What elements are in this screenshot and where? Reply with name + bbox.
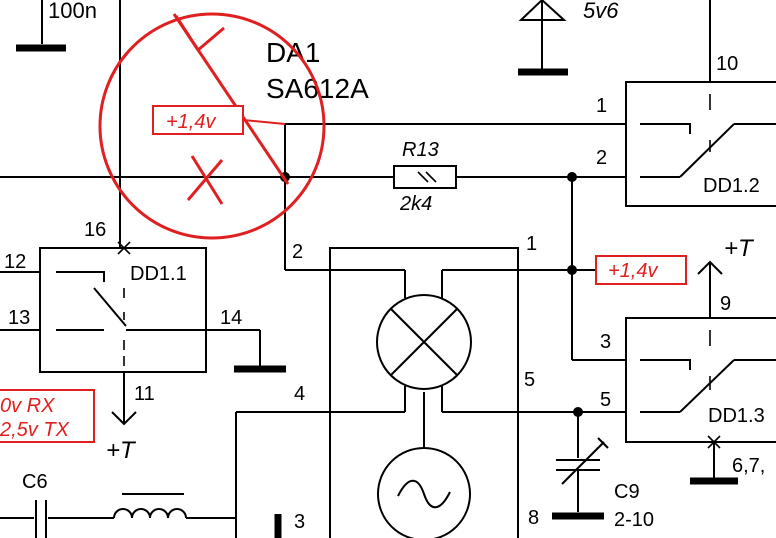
mixer-pin-2: 2 [292, 241, 303, 263]
mixer-pin-4: 4 [294, 383, 305, 405]
dd1-3-pin-3: 3 [600, 331, 611, 353]
dd1-1-name: DD1.1 [130, 263, 187, 285]
dd1-3-pin-5: 5 [600, 389, 611, 411]
highlight-circle [98, 12, 326, 240]
capacitor-100n: 100n [16, 0, 97, 52]
mixer-block: 2 1 4 5 3 [274, 233, 537, 538]
c9-value: 2-10 [614, 509, 654, 531]
supply-right: +T [724, 235, 755, 262]
supply-left: +T [106, 437, 137, 464]
dd1-2-pin-10: 10 [716, 53, 738, 75]
cap-100n-label: 100n [48, 0, 97, 23]
capacitor-c6: C6 [0, 471, 114, 538]
rx-annotation: 0v RX [0, 395, 55, 417]
zener-value: 5v6 [583, 0, 619, 23]
tx-annotation: 2,5v TX [0, 419, 70, 441]
junction-dot [567, 265, 577, 275]
r13-value: 2k4 [399, 193, 432, 215]
dd1-1-pin-16: 16 [84, 219, 106, 241]
dd1-2-name: DD1.2 [703, 175, 760, 197]
dd1-1-pin-12: 12 [4, 251, 26, 273]
dd1-3-name: DD1.3 [708, 405, 765, 427]
dd1-1-pin-13: 13 [8, 307, 30, 329]
mixer-pin-3: 3 [294, 511, 305, 533]
voltage-annotation-right: +1,4v [608, 260, 658, 282]
r13-ref: R13 [402, 139, 439, 161]
dd1-3-pin-9: 9 [720, 293, 731, 315]
c6-ref: C6 [22, 471, 48, 493]
chip-ref: DA1 [266, 37, 320, 68]
inductor [113, 493, 236, 519]
voltage-annotation-left: +1,4v [166, 111, 216, 133]
dd1-3-pin-6-7: 6,7, [732, 455, 765, 477]
dd1-2-pin-2: 2 [596, 147, 607, 169]
mixer-pin-1: 1 [526, 233, 537, 255]
dd1-1-pin-11: 11 [134, 383, 155, 405]
red-annotations: +1,4v +1,4v 0v RX 2,5v TX [0, 12, 687, 443]
c9-ref: C9 [614, 481, 640, 503]
dd1-1-pin-14: 14 [220, 307, 242, 329]
capacitor-c9: C9 2-10 8 [528, 412, 654, 531]
zener-diode: 5v6 [518, 0, 619, 76]
gate-dd1-2: DD1.2 1 2 10 [596, 53, 776, 207]
mixer-pin-5: 5 [524, 369, 535, 391]
junction-dot [567, 172, 577, 182]
gate-dd1-3: DD1.3 3 5 9 6,7, +T [600, 235, 776, 477]
gate-dd1-1: DD1.1 12 13 14 11 16 +T [4, 219, 242, 464]
dd1-2-pin-1: 1 [596, 95, 607, 117]
resistor-r13: R13 2k4 [393, 139, 457, 215]
c9-pin-8: 8 [528, 507, 539, 529]
